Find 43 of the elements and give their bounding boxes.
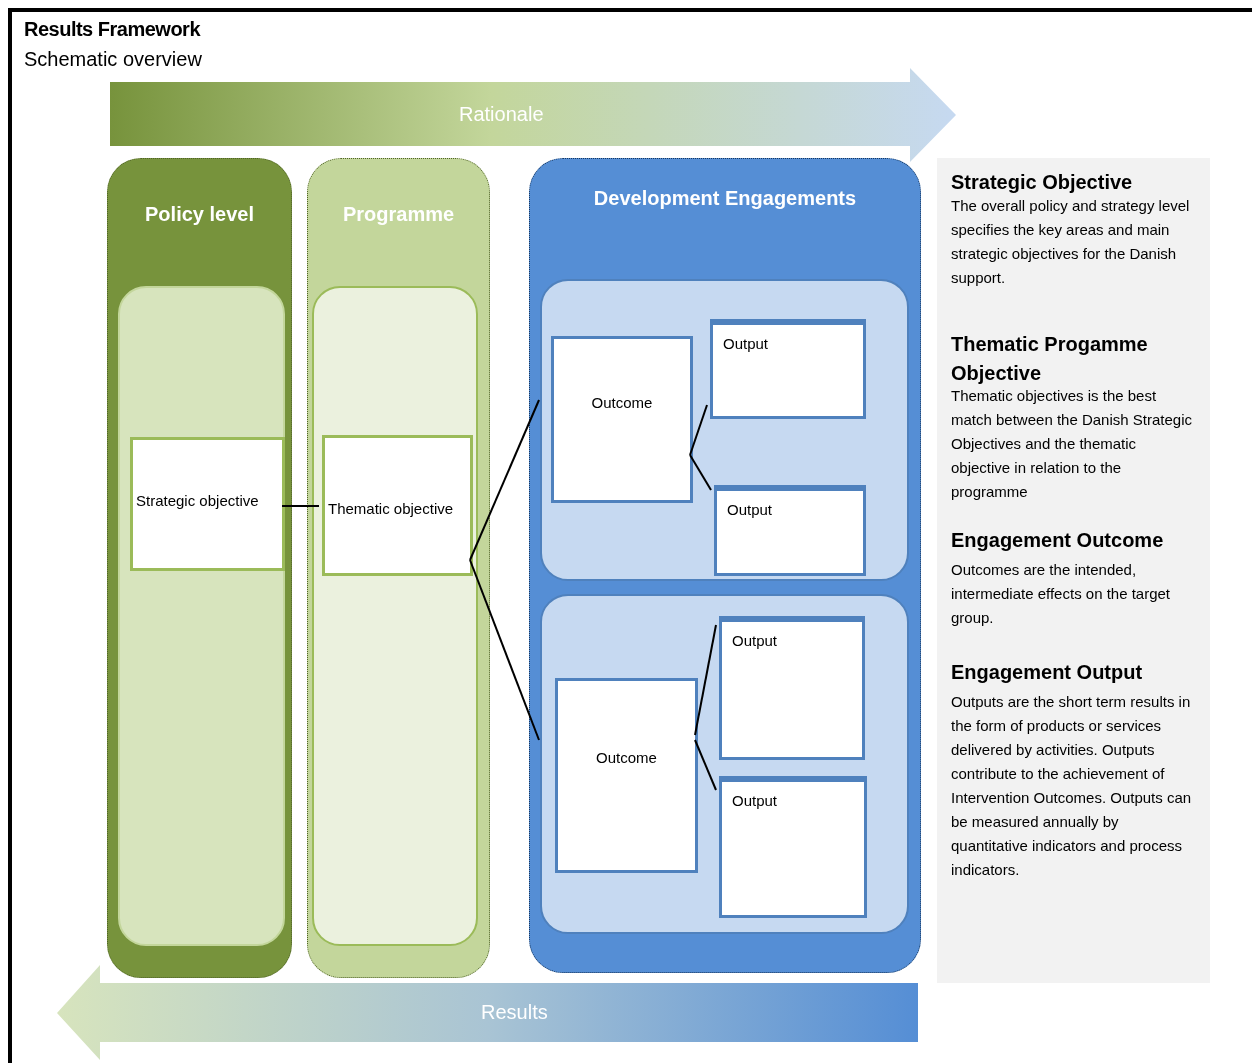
section-heading: Engagement Outcome [951, 528, 1165, 553]
arrow-label: Rationale [459, 103, 544, 126]
connector-line [689, 454, 712, 491]
column-heading: Development Engagements [592, 187, 858, 210]
box-label: Output [732, 792, 778, 809]
connector-line [281, 505, 320, 507]
connector-line [694, 624, 717, 736]
inner-panel [312, 286, 478, 946]
connector-line [689, 404, 708, 456]
subtitle: Schematic overview [24, 48, 202, 71]
column-panel [529, 158, 921, 973]
description-text: Outcomes are the intended, intermediate effects on the target group. [951, 560, 1172, 628]
box-label: Strategic objective [136, 492, 259, 509]
diagram-title: Results Framework [24, 18, 200, 41]
outcome-box [551, 336, 693, 503]
description-text: The overall policy and strategy level specifies the key areas and main strategic objectives for the Danish support. [951, 196, 1191, 288]
box-label: Output [727, 501, 773, 518]
outcome-box [555, 678, 698, 873]
inner-panel [118, 286, 285, 946]
column-panel [307, 158, 490, 978]
box-label: Output [732, 632, 778, 649]
output-box [719, 616, 865, 760]
objective-box [130, 437, 285, 571]
box-label: Outcome [595, 749, 658, 766]
column-heading: Policy level [144, 203, 255, 226]
box-label: Thematic objective [328, 500, 454, 517]
connector-line [694, 739, 717, 791]
section-heading: Strategic Objective [951, 170, 1134, 195]
box-label: Outcome [590, 394, 654, 411]
column-heading: Programme [341, 203, 456, 226]
output-box [719, 776, 867, 918]
description-text: Outputs are the short term results in the form of products or services delivered by activities. Outputs contribute to the achievement of Intervention Outcomes. Outputs can be measured annually by quantitative indicators and process indicators. [951, 692, 1193, 880]
objective-box [322, 435, 473, 576]
inner-panel [540, 594, 909, 934]
arrow-label: Results [481, 1001, 548, 1024]
inner-panel [540, 279, 909, 581]
section-heading: Engagement Output [951, 660, 1144, 685]
section-heading: Thematic Progamme Objective [951, 332, 1149, 386]
column-panel [107, 158, 292, 978]
output-box [710, 319, 866, 419]
box-label: Output [723, 335, 769, 352]
output-box [714, 485, 866, 576]
description-text: Thematic objectives is the best match between the Danish Strategic Objectives and the thematic objective in relation to the programme [951, 386, 1193, 502]
